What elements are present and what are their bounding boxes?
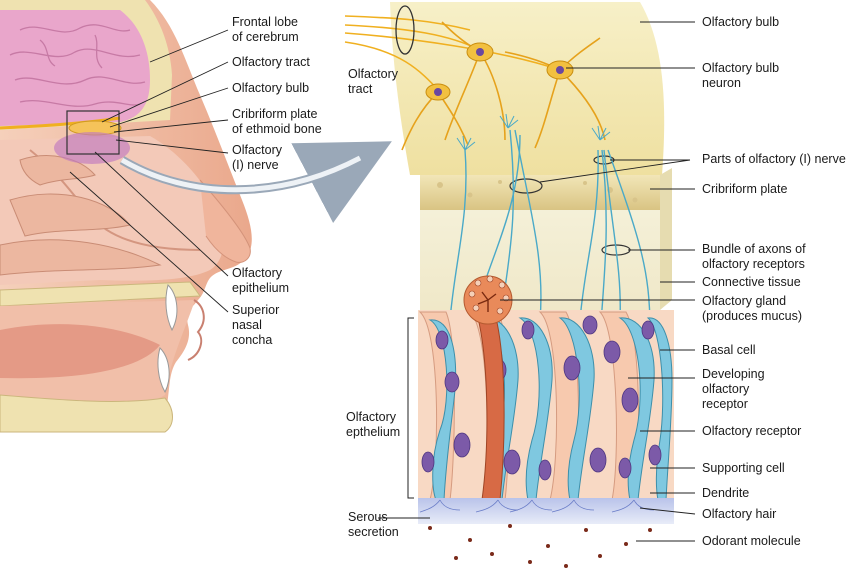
foramen-ring xyxy=(509,178,543,194)
brain-gyri xyxy=(9,24,146,107)
right-leaders xyxy=(378,21,696,542)
label-connective-tissue: Connective tissue xyxy=(702,275,801,289)
tongue xyxy=(0,324,160,379)
label-parts-nerve: Parts of olfactory (I) nerve xyxy=(702,152,846,166)
label-dendrite: Dendrite xyxy=(702,486,750,500)
inferior-concha xyxy=(0,239,162,276)
label-nerve-left: Olfactory(I) nerve xyxy=(232,143,283,172)
cribriform-bone xyxy=(420,175,660,210)
label-olfactory-gland: Olfactory gland(produces mucus) xyxy=(702,294,803,323)
label-olfactory-hair: Olfactory hair xyxy=(702,507,777,521)
label-olfactory-tract-left: Olfactory tract xyxy=(232,55,310,69)
label-olfactory-bulb-left: Olfactory bulb xyxy=(232,81,310,95)
nose xyxy=(199,179,251,263)
frontal-lobe xyxy=(0,10,150,126)
magnified-section xyxy=(344,2,674,568)
upper-tooth xyxy=(165,284,178,332)
head-section xyxy=(0,0,252,433)
mucus-layer xyxy=(418,498,674,524)
odorant-molecules xyxy=(428,524,652,568)
label-odorant-molecule: Odorant molecule xyxy=(702,534,801,548)
label-supporting-cell: Supporting cell xyxy=(702,461,785,475)
lips xyxy=(187,299,205,361)
olfactory-hairs xyxy=(419,499,655,513)
zoom-box xyxy=(66,110,120,155)
epithelium-bracket xyxy=(407,317,414,499)
left-leaders xyxy=(69,29,229,313)
label-cribriform-right: Cribriform plate xyxy=(702,182,788,196)
bulb-neurons xyxy=(401,21,615,165)
palate xyxy=(0,281,201,307)
label-basal-cell: Basal cell xyxy=(702,343,756,357)
label-olfactory-receptor: Olfactory receptor xyxy=(702,424,802,438)
axons xyxy=(449,129,651,341)
connective-tissue xyxy=(420,210,660,310)
lower-tooth xyxy=(157,347,170,394)
tract-ring xyxy=(395,5,415,55)
bulb-tissue xyxy=(390,2,665,175)
jaw-bone xyxy=(0,394,173,433)
left-epithelium-region xyxy=(54,132,130,164)
label-olfactory-bulb-right: Olfactory bulb xyxy=(702,15,780,29)
